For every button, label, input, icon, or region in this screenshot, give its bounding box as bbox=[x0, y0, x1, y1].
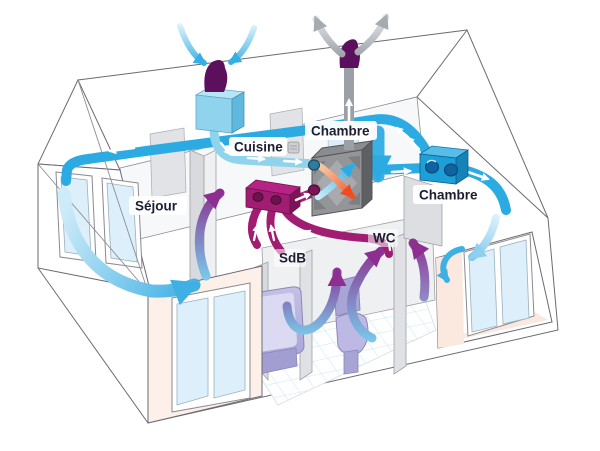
flow-arrow-icon bbox=[252, 224, 260, 242]
flow-arrow-icon bbox=[282, 157, 303, 166]
roof-intake-arrows-icon bbox=[228, 25, 257, 65]
flow-arrow-icon bbox=[107, 146, 136, 155]
supply-duct-main bbox=[61, 114, 435, 186]
back-wall-panel bbox=[149, 127, 187, 199]
flow-arrow-icon bbox=[303, 229, 324, 240]
flow-arrow-icon bbox=[406, 136, 421, 151]
partition-wc-chambre bbox=[393, 232, 407, 375]
flow-arrow-icon bbox=[467, 170, 490, 181]
sdb-rise-arrow-icon bbox=[282, 267, 347, 335]
flow-arrow-icon bbox=[246, 154, 266, 163]
junction-port-highlight bbox=[426, 159, 437, 164]
fresh-air-intake-unit bbox=[177, 23, 257, 134]
label-plate bbox=[274, 249, 306, 267]
label-plate bbox=[413, 185, 485, 204]
sejour-sweep-arrow-icon bbox=[57, 187, 201, 306]
exterior-walls bbox=[37, 79, 553, 424]
room-labels: Séjour Cuisine Chambre Chambre SdB WC bbox=[129, 121, 485, 267]
exchanger-fresh-port bbox=[307, 159, 321, 171]
room-airflow-arrows bbox=[194, 188, 430, 343]
roof-edge-diagonal bbox=[77, 79, 149, 293]
flow-arrow-icon bbox=[294, 192, 312, 202]
label-plate bbox=[368, 229, 398, 247]
kitchen-vent-icon bbox=[287, 141, 300, 154]
floor-slab bbox=[37, 217, 559, 424]
flow-arrow-icon bbox=[390, 167, 413, 176]
flow-arrow-icon bbox=[219, 141, 232, 156]
label-plate bbox=[129, 196, 187, 215]
label-chambre-right: Chambre bbox=[419, 188, 478, 203]
label-plate bbox=[305, 121, 377, 140]
front-right-wall-strip bbox=[436, 252, 464, 348]
label-sdb: SdB bbox=[279, 251, 306, 266]
sejour-rise-arrow-icon bbox=[194, 188, 225, 281]
label-cuisine: Cuisine bbox=[234, 140, 283, 155]
label-sejour: Séjour bbox=[135, 199, 178, 214]
extract-duct-cuisine bbox=[247, 204, 262, 249]
roof-ridge-line bbox=[77, 29, 468, 81]
roof-exhaust-arrows-icon bbox=[354, 13, 390, 56]
supply-junction-unit bbox=[418, 145, 511, 283]
exchanger-side bbox=[361, 139, 373, 210]
right-gable bbox=[416, 29, 549, 219]
heat-exchanger-unit bbox=[307, 139, 374, 217]
wall-edge-diagonal bbox=[37, 163, 149, 293]
wc-rise-arrow-icon bbox=[347, 246, 386, 343]
flow-arrow-icon bbox=[268, 224, 276, 242]
intake-box-side bbox=[231, 91, 245, 134]
junction-port bbox=[443, 163, 459, 177]
intake-cap bbox=[204, 60, 228, 92]
exchanger-pattern bbox=[348, 156, 360, 170]
chambre-curl-arrow-icon bbox=[436, 246, 465, 283]
flow-arrow-icon bbox=[395, 126, 409, 139]
supply-network bbox=[57, 114, 435, 306]
exchanger-extract-port bbox=[307, 184, 321, 196]
patio-door bbox=[171, 282, 251, 413]
label-plate bbox=[229, 137, 287, 156]
label-chambre-back: Chambre bbox=[311, 124, 370, 139]
roof-exhaust-arrows-icon bbox=[312, 15, 346, 58]
intake-box-front bbox=[195, 94, 233, 134]
crossed-heat-exchange-arrows-icon bbox=[314, 161, 356, 200]
hall-rise-arrow-icon bbox=[408, 238, 430, 302]
label-wc: WC bbox=[373, 231, 396, 246]
chambre-supply-arrow-icon bbox=[468, 214, 500, 261]
exhaust-cap bbox=[339, 39, 360, 68]
roof-intake-arrows-icon bbox=[177, 23, 207, 66]
